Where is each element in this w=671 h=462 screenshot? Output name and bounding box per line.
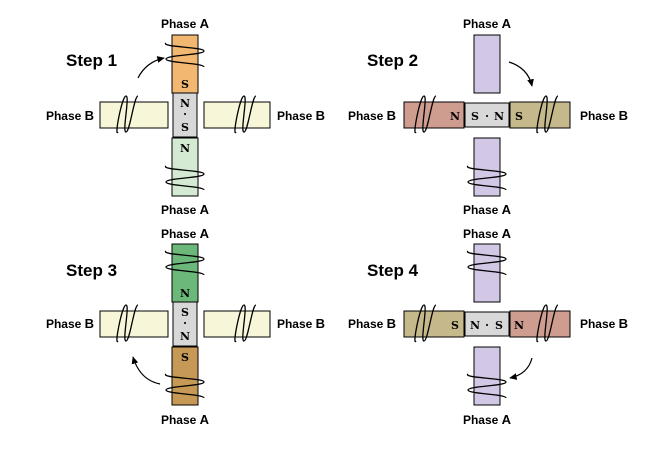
step-2-right-phase-label: Phase B [580,108,628,123]
step-1-right-coil [234,95,257,133]
step-1-right-phase-label: Phase B [277,108,325,123]
step-1-rotor [172,92,198,138]
step-2-right-pole [509,101,571,129]
step-3-title: Step 3 [66,261,117,280]
step-1-rotor-north: N [180,97,190,110]
step-2-bottom-pole [473,137,501,197]
step-4-left-pole [403,310,465,338]
step-1-bottom-pole-letter: N [180,142,190,155]
step-1-rotor-south: S [181,121,189,134]
step-4-title: Step 4 [367,261,419,280]
step-1-left-phase-label: Phase B [46,108,94,123]
step-1-title: Step 1 [66,51,117,70]
step-4-left-pole-letter: S [451,319,459,332]
step-2-rotation-arrow [508,61,534,87]
step-2-rotor [464,102,510,128]
step-4-top-phase-label: Phase A [463,226,512,241]
step-2-rotor-north: N [494,110,504,123]
step-3-left-coil [116,304,139,342]
step-3-rotor-north: N [180,330,190,343]
step-2-right-coil [536,95,559,133]
step-4-left-phase-label: Phase B [348,316,396,331]
step-1-top-coil [165,42,205,68]
step-2-top-pole [473,34,501,94]
step-1-bottom-coil [165,165,205,191]
step-2-left-coil [414,95,437,133]
step-1-top-phase-label: Phase A [161,16,210,31]
step-1-rotation-arrow [137,56,165,79]
step-1-top-pole-letter: S [181,78,189,91]
step-4-rotor-dot: · [485,319,489,332]
step-4-panel: Step 4 Phase A Phase A Phase B Phase B N… [348,226,628,427]
step-4-bottom-pole [473,346,501,406]
step-2-rotor-south: S [471,110,479,123]
step-4-rotor-north: N [470,319,480,332]
step-4-right-pole-letter: N [514,319,524,332]
step-2-panel: Step 2 Phase A Phase A Phase B Phase B S… [348,16,628,217]
step-3-bottom-pole-letter: S [181,351,189,364]
step-4-bottom-phase-label: Phase A [463,412,512,427]
step-3-top-phase-label: Phase A [161,226,210,241]
step-3-panel: Step 3 Phase A Phase A Phase B Phase B N… [46,226,325,427]
step-3-rotor-south: S [181,306,189,319]
step-1-panel: Step 1 Phase A Phase A Phase B Phase B S… [46,16,325,217]
step-3-top-pole-letter: N [180,287,190,300]
step-3-right-phase-label: Phase B [277,316,325,331]
step-2-title: Step 2 [367,51,418,70]
step-4-top-pole [473,243,501,303]
step-2-left-pole [403,101,465,129]
step-4-bottom-coil [467,373,507,399]
step-2-left-pole-letter: N [450,110,460,123]
step-2-bottom-coil [467,165,507,191]
step-1-rotor-dot: · [183,108,187,121]
step-3-left-phase-label: Phase B [46,316,94,331]
step-3-rotor [172,301,198,347]
step-2-top-phase-label: Phase A [463,16,512,31]
step-3-bottom-phase-label: Phase A [161,412,210,427]
step-4-rotor-south: S [495,319,503,332]
step-1-bottom-phase-label: Phase A [161,202,210,217]
step-4-top-coil [467,250,507,276]
step-3-bottom-coil [165,373,205,399]
step-2-left-phase-label: Phase B [348,108,396,123]
step-2-bottom-phase-label: Phase A [463,202,512,217]
step-4-right-phase-label: Phase B [580,316,628,331]
step-3-rotation-arrow [131,356,161,385]
step-4-rotation-arrow [509,357,533,380]
step-3-right-coil [234,304,257,342]
step-4-left-coil [414,304,437,342]
step-3-top-coil [165,250,205,276]
step-4-right-coil [536,304,559,342]
step-4-rotor [464,311,510,337]
step-2-rotor-dot: · [485,110,489,123]
step-1-right-pole [203,101,271,129]
step-3-rotor-dot: · [183,317,187,330]
step-1-left-coil [116,95,139,133]
step-2-right-pole-letter: S [515,110,523,123]
step-4-right-pole [509,310,571,338]
